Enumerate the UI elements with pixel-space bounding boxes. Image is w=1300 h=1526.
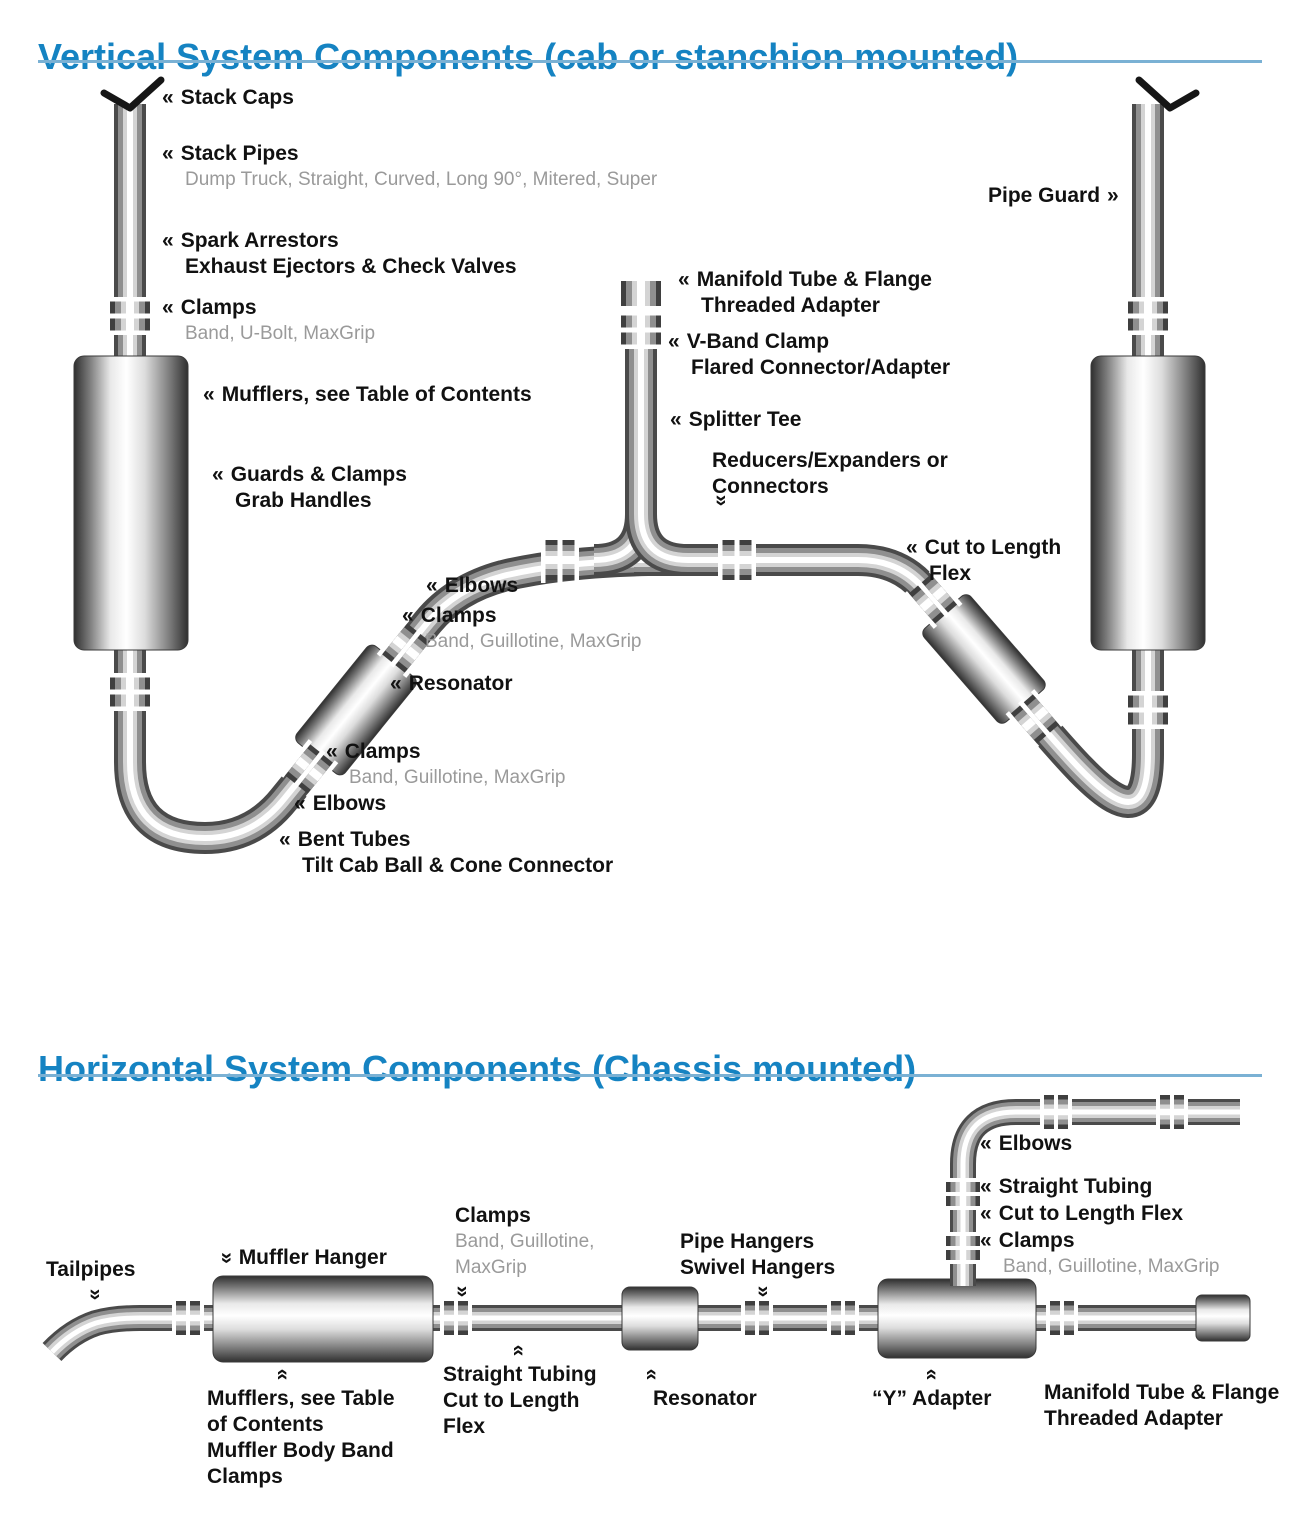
- label-clamps-branch: «Clamps Band, Guillotine, MaxGrip: [980, 1229, 1220, 1277]
- horizontal-section-rule: [38, 1074, 1262, 1077]
- chevron-left-icon: «: [162, 296, 174, 319]
- label-stack-pipes: «Stack Pipes Dump Truck, Straight, Curve…: [162, 142, 658, 190]
- chevron-left-icon: «: [980, 1175, 992, 1198]
- chevron-down-icon: «: [449, 1285, 473, 1298]
- label-resonator-vertical: «Resonator: [390, 672, 513, 695]
- chevron-left-icon: «: [203, 383, 215, 406]
- label-bent-tubes: «Bent Tubes Tilt Cab Ball & Cone Connect…: [279, 828, 614, 877]
- label-pipe-guard: Pipe Guard»: [988, 184, 1119, 207]
- label-manifold-adapter-chassis: Manifold Tube & Flange Threaded Adapter: [1044, 1381, 1280, 1430]
- label-muffler-hanger: «Muffler Hanger: [213, 1246, 387, 1269]
- chevron-left-icon: «: [212, 463, 224, 486]
- label-mufflers-note: Mufflers, see Table of Contents Muffler …: [207, 1387, 395, 1488]
- label-splitter-tee: «Splitter Tee: [670, 408, 802, 431]
- chevron-left-icon: «: [294, 792, 306, 815]
- chevron-left-icon: «: [162, 86, 174, 109]
- label-stack-caps: «Stack Caps: [162, 86, 294, 109]
- label-mufflers: «Mufflers, see Table of Contents: [203, 383, 532, 406]
- clamp-band: [1125, 297, 1171, 335]
- label-resonator-chassis: Resonator: [653, 1387, 757, 1410]
- chevron-left-icon: «: [678, 268, 690, 291]
- label-straight-tubing-note: Straight Tubing Cut to Length Flex: [443, 1363, 597, 1438]
- chevron-left-icon: «: [326, 740, 338, 763]
- chevron-down-icon: «: [750, 1285, 774, 1298]
- chevron-left-icon: «: [980, 1202, 992, 1225]
- label-cut-to-length-flex-chassis: «Cut to Length Flex: [980, 1202, 1184, 1225]
- chevron-down-icon: «: [708, 494, 732, 507]
- label-straight-tubing: «Straight Tubing: [980, 1175, 1153, 1198]
- label-guards-clamps: «Guards & Clamps Grab Handles: [212, 463, 407, 512]
- label-cut-to-length-flex: «Cut to Length Flex: [906, 536, 1062, 585]
- label-tailpipes: Tailpipes: [46, 1258, 136, 1281]
- right-muffler: [1090, 355, 1206, 651]
- label-clamps-lower: «Clamps Band, Guillotine, MaxGrip: [326, 740, 566, 788]
- chevron-left-icon: «: [162, 142, 174, 165]
- label-clamps-mid: «Clamps Band, Guillotine, MaxGrip: [402, 604, 642, 652]
- chevron-left-icon: «: [390, 672, 402, 695]
- clamp-band: [827, 1298, 859, 1338]
- chevron-left-icon: «: [668, 330, 680, 353]
- clamp-band: [1156, 1092, 1188, 1132]
- chevron-up-icon: «: [507, 1344, 531, 1357]
- v-band-clamp: [618, 311, 664, 349]
- chevron-down-icon: «: [82, 1288, 106, 1301]
- clamp-band: [741, 1298, 773, 1338]
- chassis-resonator: [621, 1286, 699, 1351]
- label-pipe-hangers: Pipe Hangers Swivel Hangers: [680, 1230, 836, 1279]
- label-spark-arrestors: «Spark Arrestors Exhaust Ejectors & Chec…: [162, 229, 517, 278]
- clamp-band: [440, 1298, 472, 1338]
- horizontal-section-title: Horizontal System Components (Chassis mo…: [38, 1048, 917, 1090]
- clamp-band: [541, 537, 579, 583]
- collar-gap: [618, 306, 664, 311]
- clamp-band: [172, 1298, 204, 1338]
- label-v-band-clamp: «V-Band Clamp Flared Connector/Adapter: [668, 330, 951, 379]
- vertical-section-title: Vertical System Components (cab or stanc…: [38, 36, 1019, 78]
- chevron-up-icon: «: [271, 1368, 295, 1381]
- y-adapter-body: [877, 1278, 1037, 1359]
- chevron-left-icon: «: [980, 1132, 992, 1155]
- chevron-left-icon: «: [670, 408, 682, 431]
- chassis-muffler: [212, 1275, 434, 1363]
- chevron-left-icon: «: [426, 574, 438, 597]
- clamp-band: [107, 297, 153, 335]
- clamp-band: [718, 537, 756, 583]
- chevron-up-icon: «: [640, 1368, 664, 1381]
- left-muffler: [73, 355, 189, 651]
- clamp-band: [943, 1232, 983, 1264]
- label-clamps-upper-left: «Clamps Band, U-Bolt, MaxGrip: [162, 296, 376, 344]
- right-stack-cap: [1135, 76, 1200, 112]
- left-stack-cap: [100, 76, 165, 112]
- label-y-adapter: “Y” Adapter: [872, 1387, 992, 1410]
- chevron-left-icon: «: [402, 604, 414, 627]
- lower-bend-right: [634, 560, 1148, 802]
- clamp-band: [1125, 691, 1171, 729]
- clamp-band: [1046, 1298, 1078, 1338]
- label-manifold-adapter: «Manifold Tube & Flange Threaded Adapter: [678, 268, 932, 317]
- chevron-left-icon: «: [980, 1229, 992, 1252]
- chevron-left-icon: «: [279, 828, 291, 851]
- threaded-adapter: [1195, 1294, 1251, 1342]
- label-elbows-upper: «Elbows: [426, 574, 519, 597]
- chevron-left-icon: «: [162, 229, 174, 252]
- chevron-left-icon: «: [906, 536, 918, 559]
- label-clamps-chassis: Clamps Band, Guillotine, MaxGrip: [455, 1204, 595, 1278]
- label-elbows-lower: «Elbows: [294, 792, 387, 815]
- vertical-section-rule: [38, 60, 1262, 63]
- label-elbows-chassis: «Elbows: [980, 1132, 1073, 1155]
- clamp-band: [1040, 1092, 1072, 1132]
- clamp-band: [107, 673, 153, 711]
- chevron-down-icon: «: [213, 1252, 237, 1264]
- clamp-band: [943, 1178, 983, 1210]
- chevron-up-icon: «: [920, 1368, 944, 1381]
- label-reducers: Reducers/Expanders or Connectors: [712, 449, 948, 498]
- chevron-right-icon: »: [1107, 184, 1119, 207]
